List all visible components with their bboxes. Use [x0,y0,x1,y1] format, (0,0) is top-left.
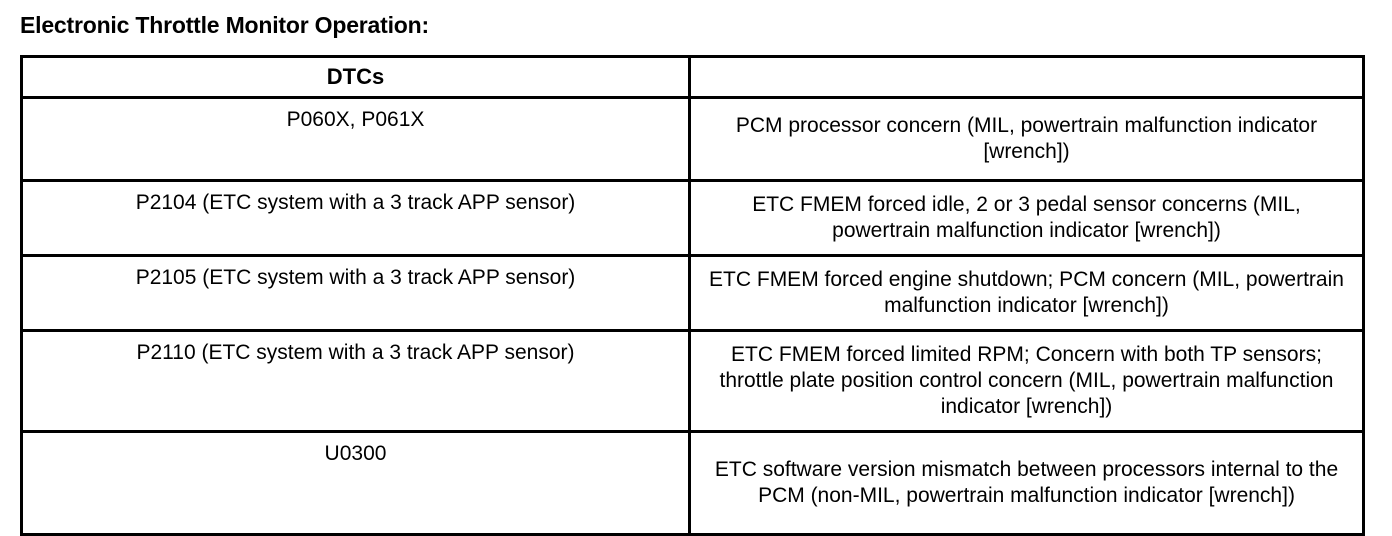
dtc-description-cell: ETC software version mismatch between pr… [688,430,1365,536]
table-body: P060X, P061X PCM processor concern (MIL,… [20,96,1365,536]
dtc-description-cell: PCM processor concern (MIL, powertrain m… [688,96,1365,182]
dtc-code-cell: P060X, P061X [20,96,691,182]
document-page: Electronic Throttle Monitor Operation: D… [20,12,1365,536]
dtc-description-cell: ETC FMEM forced idle, 2 or 3 pedal senso… [688,179,1365,257]
column-header-dtcs: DTCs [20,55,691,99]
dtc-code-cell: P2104 (ETC system with a 3 track APP sen… [20,179,691,257]
table-row: U0300 ETC software version mismatch betw… [20,430,1365,536]
page-title: Electronic Throttle Monitor Operation: [20,12,429,38]
table-row: P2105 (ETC system with a 3 track APP sen… [20,254,1365,332]
table-header-row: DTCs [20,55,1365,99]
dtc-code-cell: U0300 [20,430,691,536]
dtc-code-cell: P2110 (ETC system with a 3 track APP sen… [20,329,691,433]
table-row: P060X, P061X PCM processor concern (MIL,… [20,96,1365,182]
table-header: DTCs [20,55,1365,99]
column-header-description [688,55,1365,99]
dtc-code-cell: P2105 (ETC system with a 3 track APP sen… [20,254,691,332]
dtc-description-cell: ETC FMEM forced limited RPM; Concern wit… [688,329,1365,433]
dtc-description-cell: ETC FMEM forced engine shutdown; PCM con… [688,254,1365,332]
dtc-table: DTCs P060X, P061X PCM processor concern … [20,55,1365,536]
table-row: P2110 (ETC system with a 3 track APP sen… [20,329,1365,433]
table-row: P2104 (ETC system with a 3 track APP sen… [20,179,1365,257]
